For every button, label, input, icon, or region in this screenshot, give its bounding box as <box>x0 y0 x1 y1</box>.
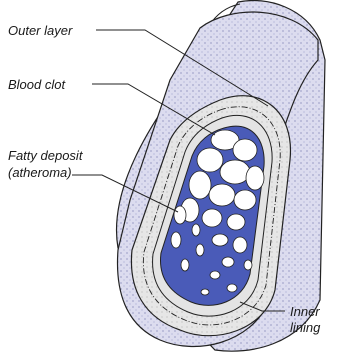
label-blood-clot: Blood clot <box>8 77 66 92</box>
label-inner-lining-1: Inner <box>290 304 320 319</box>
label-fatty-deposit-1: Fatty deposit <box>8 148 84 163</box>
label-fatty-deposit-2: (atheroma) <box>8 165 72 180</box>
label-outer-layer: Outer layer <box>8 23 73 38</box>
label-inner-lining-2: lining <box>290 320 321 335</box>
